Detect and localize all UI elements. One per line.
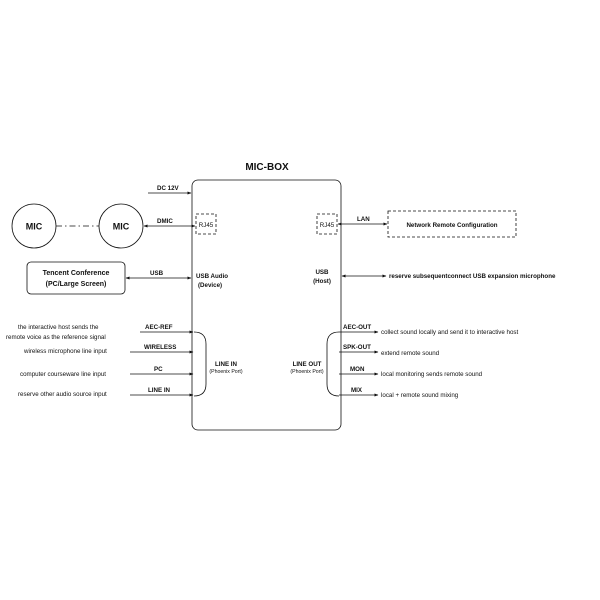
usb-audio-label: USB Audio	[196, 273, 228, 280]
network-config-label: Network Remote Configuration	[406, 222, 497, 229]
wireless-desc: wireless microphone line input	[23, 348, 107, 355]
aec-ref-desc-1: the interactive host sends the	[18, 324, 99, 331]
pc-label: PC	[154, 366, 163, 373]
dmic-label: DMIC	[157, 218, 173, 225]
network-config-box: Network Remote Configuration	[387, 210, 517, 238]
aec-ref-label: AEC-REF	[145, 324, 173, 331]
mic-box	[191, 179, 342, 431]
spk-out-label: SPK-OUT	[343, 344, 371, 351]
mic-left-label: MIC	[26, 222, 43, 232]
spk-out-desc: extend remote sound	[381, 350, 440, 357]
pc-desc: computer courseware line input	[20, 371, 106, 378]
mon-desc: local monitoring sends remote sound	[381, 371, 483, 378]
usb-audio-sub: (Device)	[198, 282, 222, 289]
mix-desc: local + remote sound mixing	[381, 392, 459, 399]
line-in-desc: reserve other audio source input	[18, 391, 107, 398]
line-in-label: LINE IN	[215, 361, 238, 368]
usb-host-label: USB	[315, 269, 329, 276]
wireless-label: WIRELESS	[144, 344, 176, 351]
mic-right: MIC	[98, 203, 144, 249]
mon-label: MON	[350, 366, 365, 373]
line-in-sub: (Phoenix Port)	[209, 369, 242, 375]
rj45-right-label: RJ45	[320, 222, 335, 229]
mic-left: MIC	[11, 203, 57, 249]
line-out-sub: (Phoenix Port)	[290, 369, 323, 375]
usb-host-sub: (Host)	[313, 278, 331, 285]
conference-line2: (PC/Large Screen)	[46, 281, 107, 288]
conference-box: Tencent Conference (PC/Large Screen)	[26, 261, 126, 295]
rj45-left-label: RJ45	[199, 222, 214, 229]
aec-ref-desc-2: remote voice as the reference signal	[6, 334, 106, 341]
conference-line1: Tencent Conference	[43, 270, 110, 277]
line-in-signal-label: LINE IN	[148, 387, 171, 394]
line-in-bracket	[193, 331, 207, 397]
usb-left-label: USB	[150, 270, 164, 277]
usb-expansion-desc: reserve subsequentconnect USB expansion …	[389, 273, 556, 280]
mix-label: MIX	[351, 387, 363, 394]
rj45-right-port: RJ45	[316, 213, 338, 235]
line-out-label: LINE OUT	[293, 361, 322, 368]
aec-out-label: AEC-OUT	[343, 324, 371, 331]
line-out-bracket	[326, 331, 340, 397]
lan-label: LAN	[357, 216, 370, 223]
mic-right-label: MIC	[113, 222, 130, 232]
rj45-left-port: RJ45	[195, 213, 217, 235]
diagram-title: MIC-BOX	[245, 162, 289, 173]
aec-out-desc: collect sound locally and send it to int…	[381, 329, 519, 336]
dc12v-label: DC 12V	[157, 185, 180, 192]
